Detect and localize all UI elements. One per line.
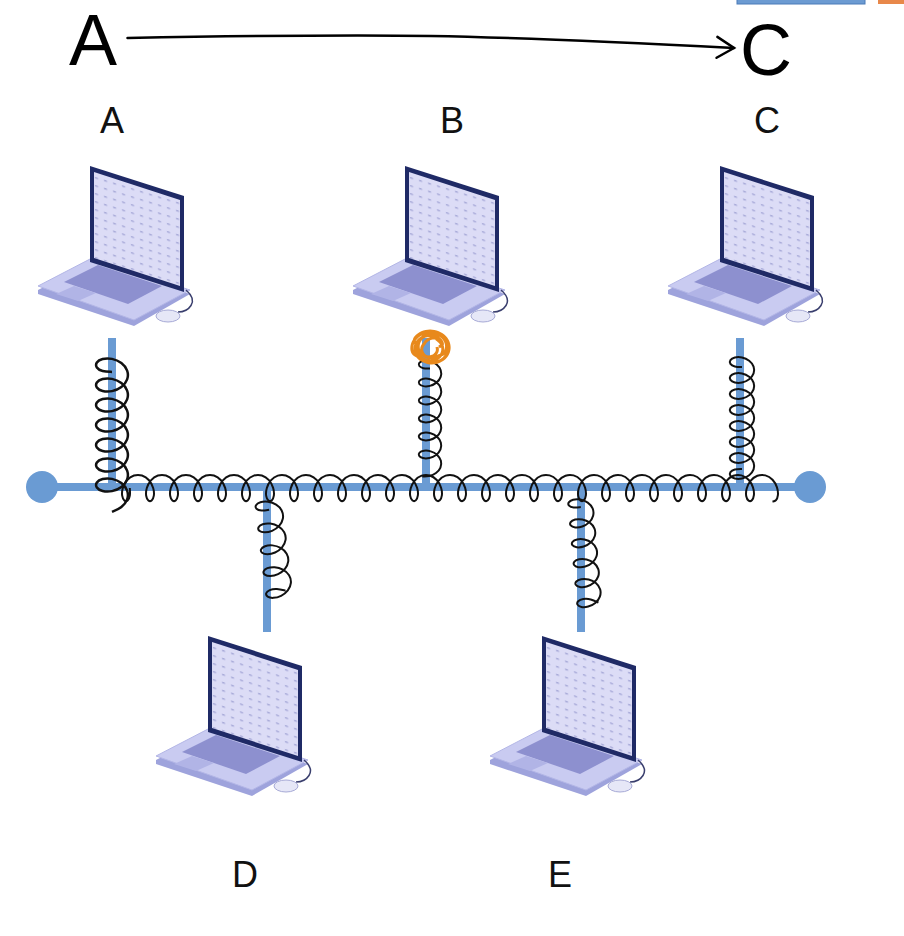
- computer-label: E: [470, 632, 650, 895]
- laptop-mouse: [156, 310, 180, 322]
- laptop-screen: [94, 172, 180, 286]
- laptop-lid: [208, 636, 302, 762]
- computer-node: B: [362, 100, 542, 347]
- mouse-cable: [493, 290, 507, 312]
- computer-node: D: [155, 632, 335, 896]
- laptop-touchpad: [686, 286, 726, 301]
- laptop-icon: [30, 162, 200, 347]
- mouse-cable: [630, 760, 644, 782]
- computer-label: B: [362, 100, 542, 141]
- drop-cable: [263, 487, 271, 632]
- laptop-screen: [409, 172, 495, 286]
- laptop-mouse: [786, 310, 810, 322]
- computer-label: C: [677, 100, 857, 141]
- handwritten-node: C: [736, 14, 796, 90]
- laptop-touchpad: [508, 756, 548, 771]
- computer-label: D: [155, 632, 335, 895]
- highlight-scribble: [412, 331, 449, 363]
- computer-node: E: [470, 632, 650, 896]
- laptop-mouse: [608, 780, 632, 792]
- hand-arrow: [128, 36, 735, 58]
- coil-scribble: [122, 475, 778, 502]
- bus-terminator: [794, 471, 826, 503]
- laptop-screen: [724, 172, 810, 286]
- bus-terminator: [26, 471, 58, 503]
- laptop-icon: [660, 162, 830, 347]
- handwritten-node: A: [65, 4, 122, 80]
- toolbar-swatch: [878, 0, 904, 4]
- laptop-touchpad: [174, 756, 214, 771]
- laptop-touchpad: [56, 286, 96, 301]
- laptop-icon: [345, 162, 515, 347]
- laptop-mouse: [471, 310, 495, 322]
- signal-scribbles: [96, 331, 778, 607]
- handwritten-letter: C: [736, 14, 796, 86]
- handwritten-letter: A: [65, 4, 122, 76]
- mouse-cable: [808, 290, 822, 312]
- laptop-lid: [542, 636, 636, 762]
- arrow-shaft: [128, 36, 735, 48]
- laptop-lid: [90, 166, 184, 292]
- laptop-screen: [212, 642, 298, 756]
- drop-cable: [736, 338, 744, 487]
- laptop-icon: [482, 632, 652, 817]
- laptop-lid: [405, 166, 499, 292]
- bus-wires: [26, 338, 826, 632]
- coil-scribble: [568, 499, 600, 607]
- laptop-icon: [148, 632, 318, 817]
- coil-scribble: [256, 502, 291, 598]
- computer-label: A: [22, 100, 202, 141]
- mouse-cable: [296, 760, 310, 782]
- mouse-cable: [178, 290, 192, 312]
- laptop-screen: [546, 642, 632, 756]
- computer-node: C: [677, 100, 857, 347]
- arrow-head: [717, 37, 734, 58]
- coil-scribble: [419, 361, 441, 477]
- coil-scribble: [730, 357, 754, 479]
- laptop-touchpad: [371, 286, 411, 301]
- laptop-lid: [720, 166, 814, 292]
- computer-node: A: [22, 100, 202, 347]
- laptop-mouse: [274, 780, 298, 792]
- toolbar-swatch: [737, 0, 865, 4]
